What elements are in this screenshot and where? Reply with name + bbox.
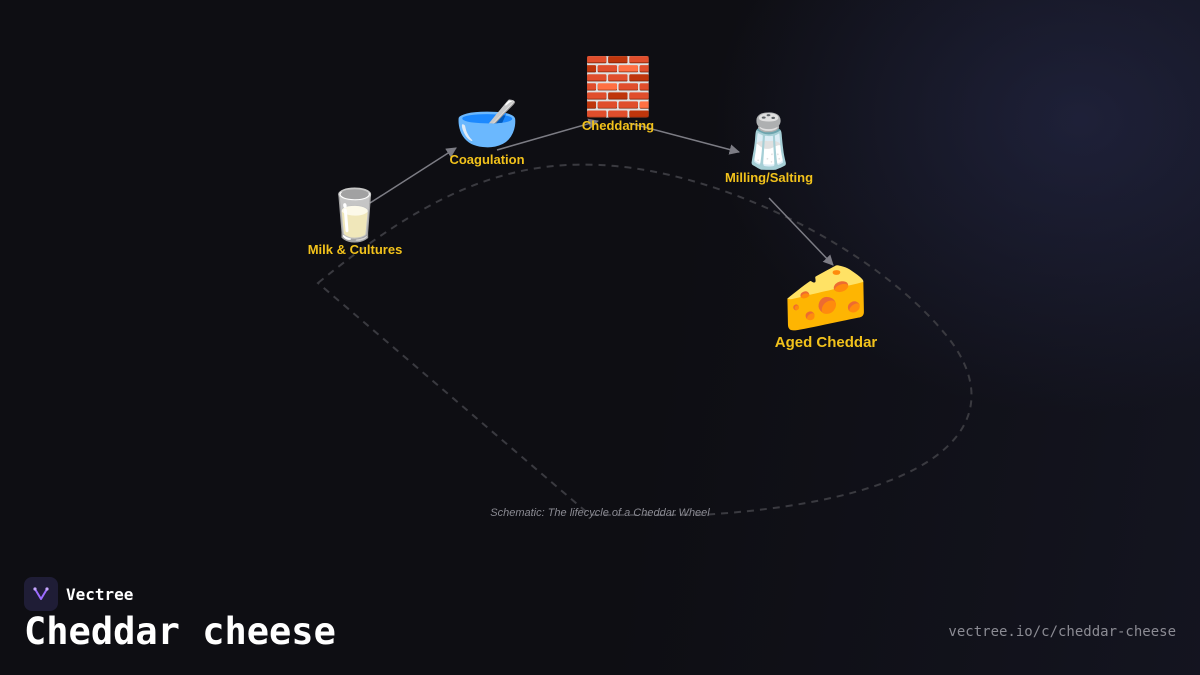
bowl-with-spoon-icon: 🥣 [454,94,520,154]
page-url[interactable]: vectree.io/c/cheddar-cheese [948,624,1176,640]
node-coag: 🥣Coagulation [449,98,524,167]
salt-shaker-icon: 🧂 [736,112,802,172]
node-label: Cheddaring [581,118,655,133]
node-mill: 🧂Milling/Salting [725,116,813,185]
edges-layer [369,118,834,266]
node-label: Milk & Cultures [307,242,403,257]
diagram-caption: Schematic: The lifecycle of a Cheddar Wh… [490,507,710,519]
brick-icon: 🧱 [583,55,653,120]
brand-name: Vectree [66,584,134,604]
brand: Vectree [24,577,133,611]
node-aged: 🧀Aged Cheddar [775,262,878,351]
arrow-milk-to-coag [369,147,457,204]
node-milk: 🥛Milk & Cultures [308,190,403,257]
cheese-wedge-icon: 🧀 [782,256,870,338]
page-title: Cheddar cheese [24,610,336,653]
node-label: Aged Cheddar [774,334,878,351]
glass-of-milk-icon: 🥛 [323,186,387,244]
node-label: Coagulation [449,152,525,167]
arrow-mill-to-aged [768,197,834,266]
wheel-outline [316,163,973,516]
node-label: Milling/Salting [724,170,814,185]
vectree-logo-icon [24,577,58,611]
arrow-ched-to-mill [628,122,741,155]
arrow-coag-to-ched [496,118,600,151]
node-ched: 🧱Cheddaring [581,55,655,134]
